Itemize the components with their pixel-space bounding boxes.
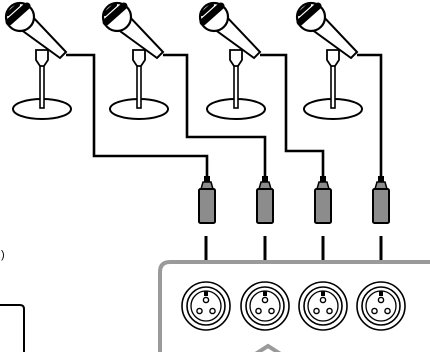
cable-1	[66, 53, 209, 176]
cable-2	[163, 53, 267, 176]
microphone-4	[297, 3, 362, 119]
microphone-2	[103, 3, 168, 119]
xlr-input-4	[356, 281, 406, 331]
edge-parenthesis-text: )	[1, 249, 5, 261]
cable-3	[260, 53, 325, 176]
partial-frame	[0, 304, 25, 352]
xlr-plug-4	[372, 175, 390, 224]
xlr-input-1	[181, 281, 231, 331]
xlr-plug-2	[256, 175, 274, 224]
input-panel	[158, 260, 430, 352]
cable-4	[357, 53, 383, 176]
xlr-input-2	[240, 281, 290, 331]
microphone-1	[6, 3, 71, 119]
xlr-plug-1	[198, 175, 216, 224]
microphone-3	[200, 3, 265, 119]
xlr-input-3	[298, 281, 348, 331]
xlr-plug-3	[314, 175, 332, 224]
